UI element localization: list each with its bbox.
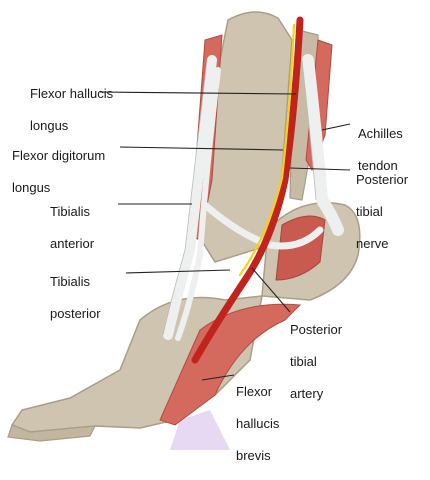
label-line: artery [290, 386, 342, 402]
label-flexor-hallucis-brevis: Flexor hallucis brevis [236, 368, 279, 480]
label-line: Flexor hallucis [30, 86, 113, 102]
label-line: posterior [50, 306, 101, 322]
label-line: anterior [50, 236, 94, 252]
label-line: brevis [236, 448, 279, 464]
leader-tibialis-posterior [126, 270, 230, 273]
label-line: Posterior [356, 172, 408, 188]
label-posterior-tibial-nerve: Posterior tibial nerve [356, 156, 408, 268]
label-line: nerve [356, 236, 408, 252]
label-line: hallucis [236, 416, 279, 432]
label-line: tibial [356, 204, 408, 220]
label-tibialis-posterior: Tibialis posterior [50, 258, 101, 338]
label-line: Posterior [290, 322, 342, 338]
label-line: Achilles [358, 126, 403, 142]
label-line: Flexor [236, 384, 279, 400]
label-posterior-tibial-artery: Posterior tibial artery [290, 306, 342, 418]
label-line: Tibialis [50, 204, 94, 220]
label-line: Tibialis [50, 274, 101, 290]
label-tibialis-anterior: Tibialis anterior [50, 188, 94, 268]
label-line: Flexor digitorum [12, 148, 105, 164]
label-line: tibial [290, 354, 342, 370]
